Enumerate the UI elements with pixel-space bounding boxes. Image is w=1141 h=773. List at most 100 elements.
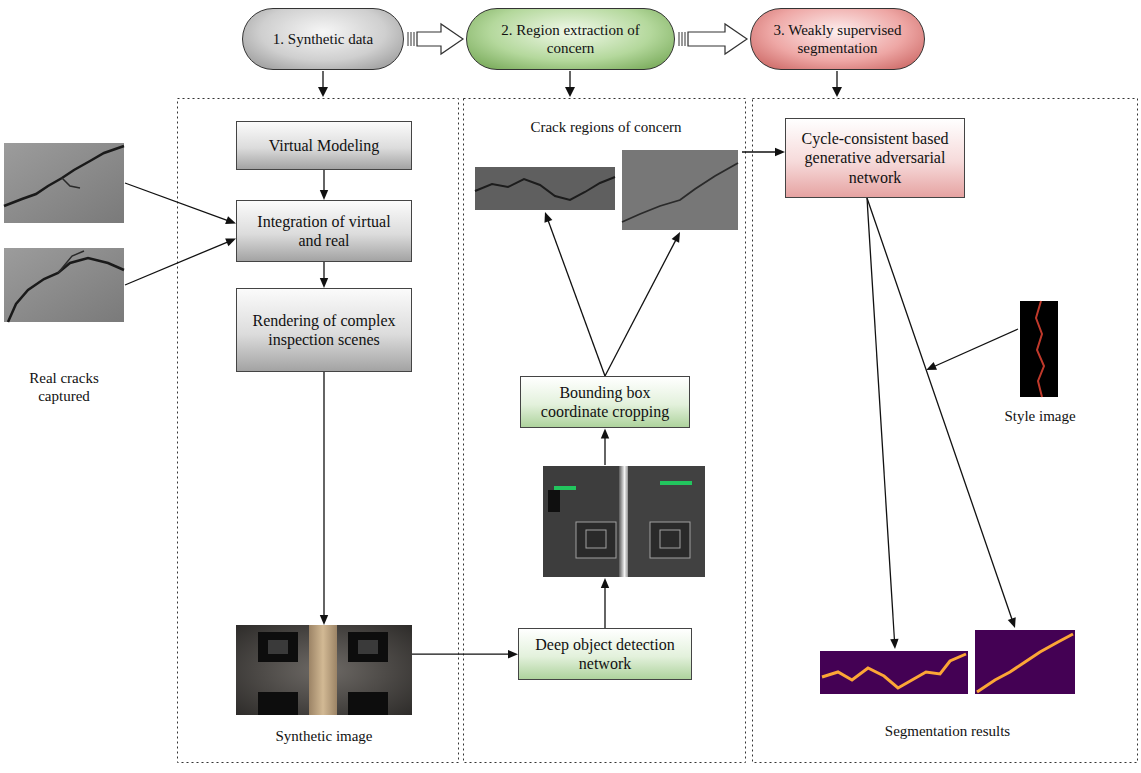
detection-box xyxy=(554,486,576,490)
caption-holder: Real cracks captured xyxy=(4,369,124,405)
figure-caption: Segmentation results xyxy=(815,722,1080,740)
connector-line xyxy=(867,198,1012,620)
dotted-panels xyxy=(178,99,1138,763)
arrow-head xyxy=(926,362,937,370)
figure-caption: Crack regions of concern xyxy=(470,118,742,136)
arrow-tail-stripe xyxy=(408,32,409,46)
synthetic-scene xyxy=(236,625,412,715)
crack-photo xyxy=(4,143,124,223)
arrow-tail-stripe xyxy=(414,32,415,46)
process-box: Integration of virtual and real xyxy=(236,200,412,262)
crack-line xyxy=(622,163,738,222)
connector xyxy=(408,24,463,54)
mask-crack xyxy=(822,654,966,688)
arrow-tail-stripe xyxy=(411,32,412,46)
caption-holder: Crack regions of concern xyxy=(470,118,742,136)
detection-frame xyxy=(628,466,705,577)
crack-line xyxy=(8,258,124,322)
connector xyxy=(679,24,747,54)
arrow-line xyxy=(569,71,570,88)
scene-ground xyxy=(236,625,412,715)
arrow-head xyxy=(890,639,898,649)
arrow-head xyxy=(225,216,236,224)
crack-line xyxy=(475,177,615,200)
caption-holder: Style image xyxy=(990,407,1090,425)
fastener xyxy=(348,632,388,662)
style-ground xyxy=(1020,301,1058,397)
connector-line xyxy=(604,586,605,628)
box-label: 1. Synthetic data xyxy=(273,30,373,48)
box-label: 2. Region extraction of concern xyxy=(485,21,656,57)
arrow-head xyxy=(1008,617,1016,628)
style-crack xyxy=(1036,301,1044,397)
arrow-head xyxy=(565,87,575,97)
crack-crops xyxy=(475,150,738,230)
crack-photo xyxy=(4,248,124,322)
box-label: 3. Weakly supervised segmentation xyxy=(769,21,906,57)
stage-pill: 3. Weakly supervised segmentation xyxy=(750,8,925,70)
connector-line xyxy=(323,170,324,192)
arrow-head xyxy=(832,87,842,97)
connector xyxy=(320,170,328,200)
figure-caption: Synthetic image xyxy=(236,727,412,745)
panel-outline xyxy=(753,99,1138,763)
arrow-tail-stripe xyxy=(682,32,683,46)
fastener xyxy=(358,640,378,654)
arrow-head xyxy=(320,190,328,200)
connector xyxy=(125,183,236,285)
connector-line xyxy=(934,329,1018,367)
crack-line xyxy=(62,178,80,188)
arrow-tail-stripe xyxy=(679,32,680,46)
detection-box xyxy=(660,481,692,485)
mask-ground xyxy=(975,630,1075,694)
figure-caption: Style image xyxy=(990,407,1090,425)
connector xyxy=(867,198,1016,649)
process-box: Deep object detection network xyxy=(518,628,692,680)
arrow-line xyxy=(836,71,837,88)
figure-caption: Real cracks captured xyxy=(4,369,124,405)
connector xyxy=(926,329,1018,370)
image-figure: Segmentation results xyxy=(815,625,1080,740)
block-arrow xyxy=(417,24,463,54)
fastener xyxy=(258,632,298,662)
connector-line xyxy=(323,372,324,617)
arrow-head xyxy=(544,212,552,223)
connector-line xyxy=(412,654,510,655)
crack-line xyxy=(4,146,124,206)
connector-line xyxy=(605,239,676,376)
arrow-line xyxy=(322,71,323,88)
image-figure: Crack regions of concern xyxy=(470,118,742,232)
segmentation-pictures xyxy=(820,630,1075,694)
fastener xyxy=(348,692,388,715)
process-box: Rendering of complex inspection scenes xyxy=(236,288,412,372)
process-box: Virtual Modeling xyxy=(236,121,412,170)
connector xyxy=(544,212,680,376)
caption-holder: Segmentation results xyxy=(815,722,1080,740)
arrow-head xyxy=(601,428,609,438)
connector xyxy=(320,372,328,625)
fastener xyxy=(258,692,298,715)
box-label: Integration of virtual and real xyxy=(249,212,399,250)
photo-group: Real cracks captured xyxy=(4,143,124,405)
connector xyxy=(320,262,328,288)
connector-line xyxy=(604,436,605,465)
fastener xyxy=(268,640,288,654)
image-figure: Synthetic image xyxy=(236,625,412,745)
box-label: Virtual Modeling xyxy=(269,136,380,155)
arrow-head xyxy=(775,148,785,156)
connector-line xyxy=(548,220,605,376)
connector-line xyxy=(742,151,777,152)
mask-crack xyxy=(977,634,1073,692)
fastener xyxy=(548,490,560,512)
mask-ground xyxy=(820,651,968,694)
image-figure: Style image xyxy=(990,301,1090,425)
arrow-head xyxy=(225,238,236,246)
crack-line xyxy=(58,251,84,273)
arrow-head xyxy=(318,87,328,97)
panel-outline xyxy=(178,99,459,763)
stage-pill: 2. Region extraction of concern xyxy=(466,8,675,70)
style-picture xyxy=(1020,301,1058,397)
box-label: Bounding box coordinate cropping xyxy=(533,383,677,421)
connector xyxy=(412,650,518,658)
